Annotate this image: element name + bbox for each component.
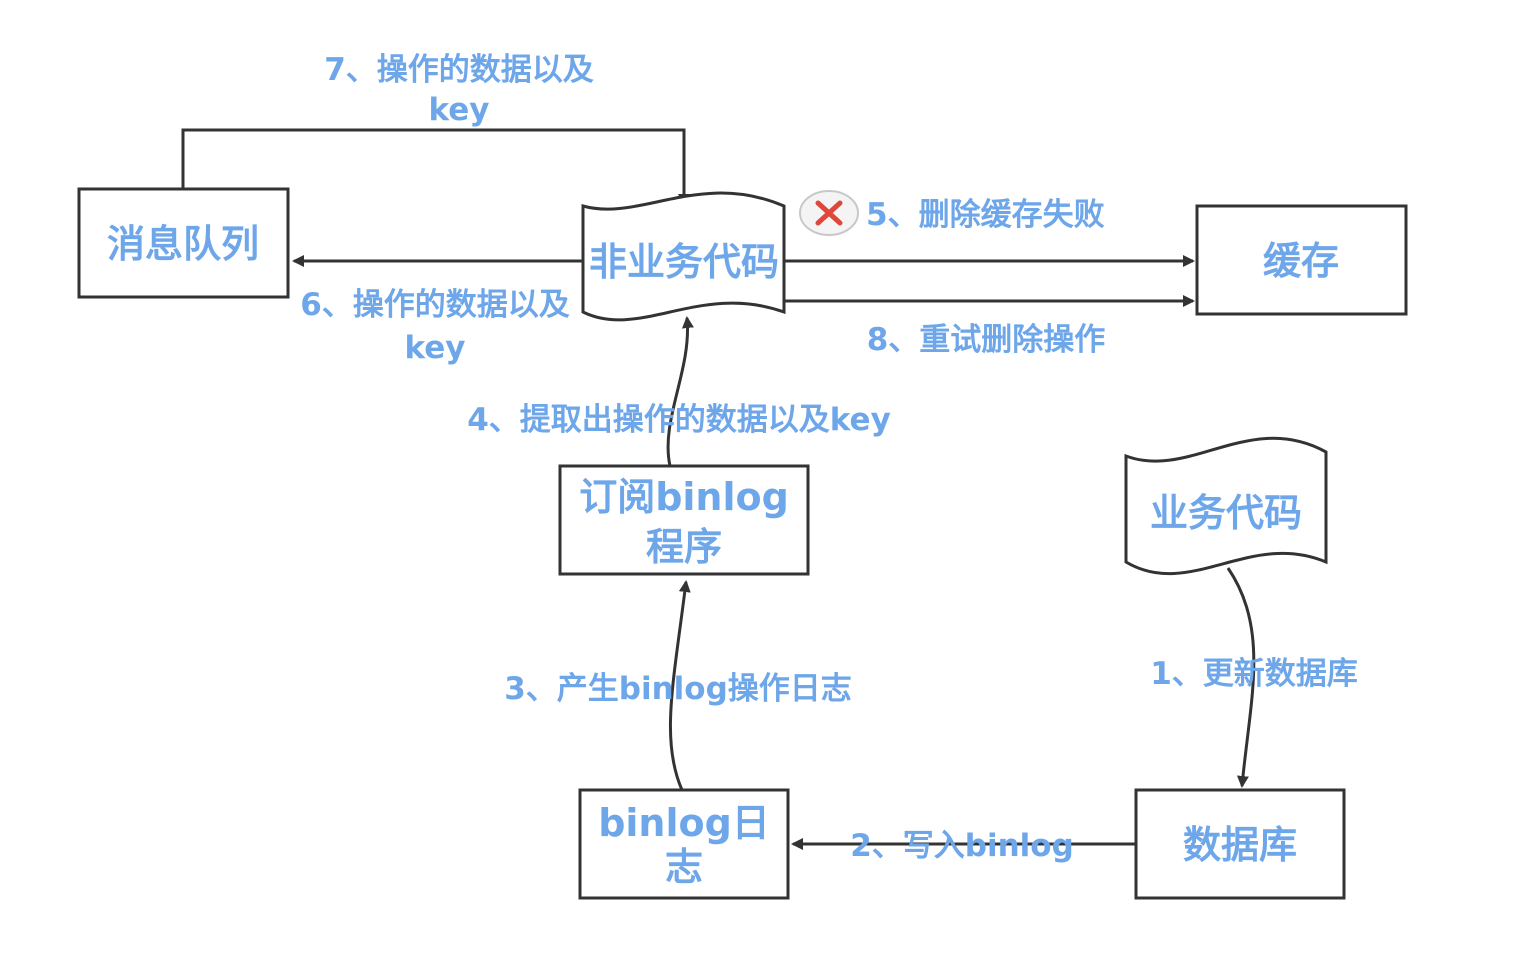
label-step8: 8、重试删除操作 [867, 322, 1106, 358]
label-step4: 4、提取出操作的数据以及key [467, 402, 891, 438]
node-non-business-code-label: 非业务代码 [589, 240, 779, 284]
node-cache-label: 缓存 [1263, 239, 1339, 283]
node-non-business-code[interactable]: 非业务代码 [581, 191, 786, 322]
label-step6-line1: 6、操作的数据以及 [300, 287, 570, 323]
node-subscriber[interactable]: 订阅binlog 程序 [558, 464, 810, 576]
close-icon [799, 190, 859, 236]
node-subscriber-label-line2: 程序 [646, 525, 722, 569]
label-step1: 1、更新数据库 [1150, 656, 1358, 692]
edge-step4 [666, 316, 694, 467]
node-binlog-label-line2: 志 [665, 845, 703, 889]
edge-step7 [181, 128, 690, 206]
node-business-code-label: 业务代码 [1150, 491, 1302, 535]
node-message-queue[interactable]: 消息队列 [77, 187, 290, 299]
edge-step1 [1226, 567, 1256, 788]
node-database-label: 数据库 [1183, 823, 1297, 867]
node-message-queue-label: 消息队列 [107, 222, 259, 266]
edge-step3 [668, 580, 691, 791]
label-step6-line2: key [404, 330, 465, 366]
label-step5: 5、删除缓存失败 [866, 197, 1105, 233]
node-database[interactable]: 数据库 [1134, 788, 1346, 900]
node-subscriber-label-line1: 订阅binlog [579, 475, 789, 519]
label-step3: 3、产生binlog操作日志 [504, 671, 852, 707]
node-binlog[interactable]: binlog日 志 [578, 788, 790, 900]
label-step7-line2: key [428, 92, 489, 128]
node-cache[interactable]: 缓存 [1195, 204, 1408, 316]
node-business-code[interactable]: 业务代码 [1124, 436, 1328, 576]
label-step7-line1: 7、操作的数据以及 [324, 52, 594, 88]
label-step2: 2、写入binlog [850, 828, 1074, 864]
node-binlog-label-line1: binlog日 [598, 801, 770, 845]
